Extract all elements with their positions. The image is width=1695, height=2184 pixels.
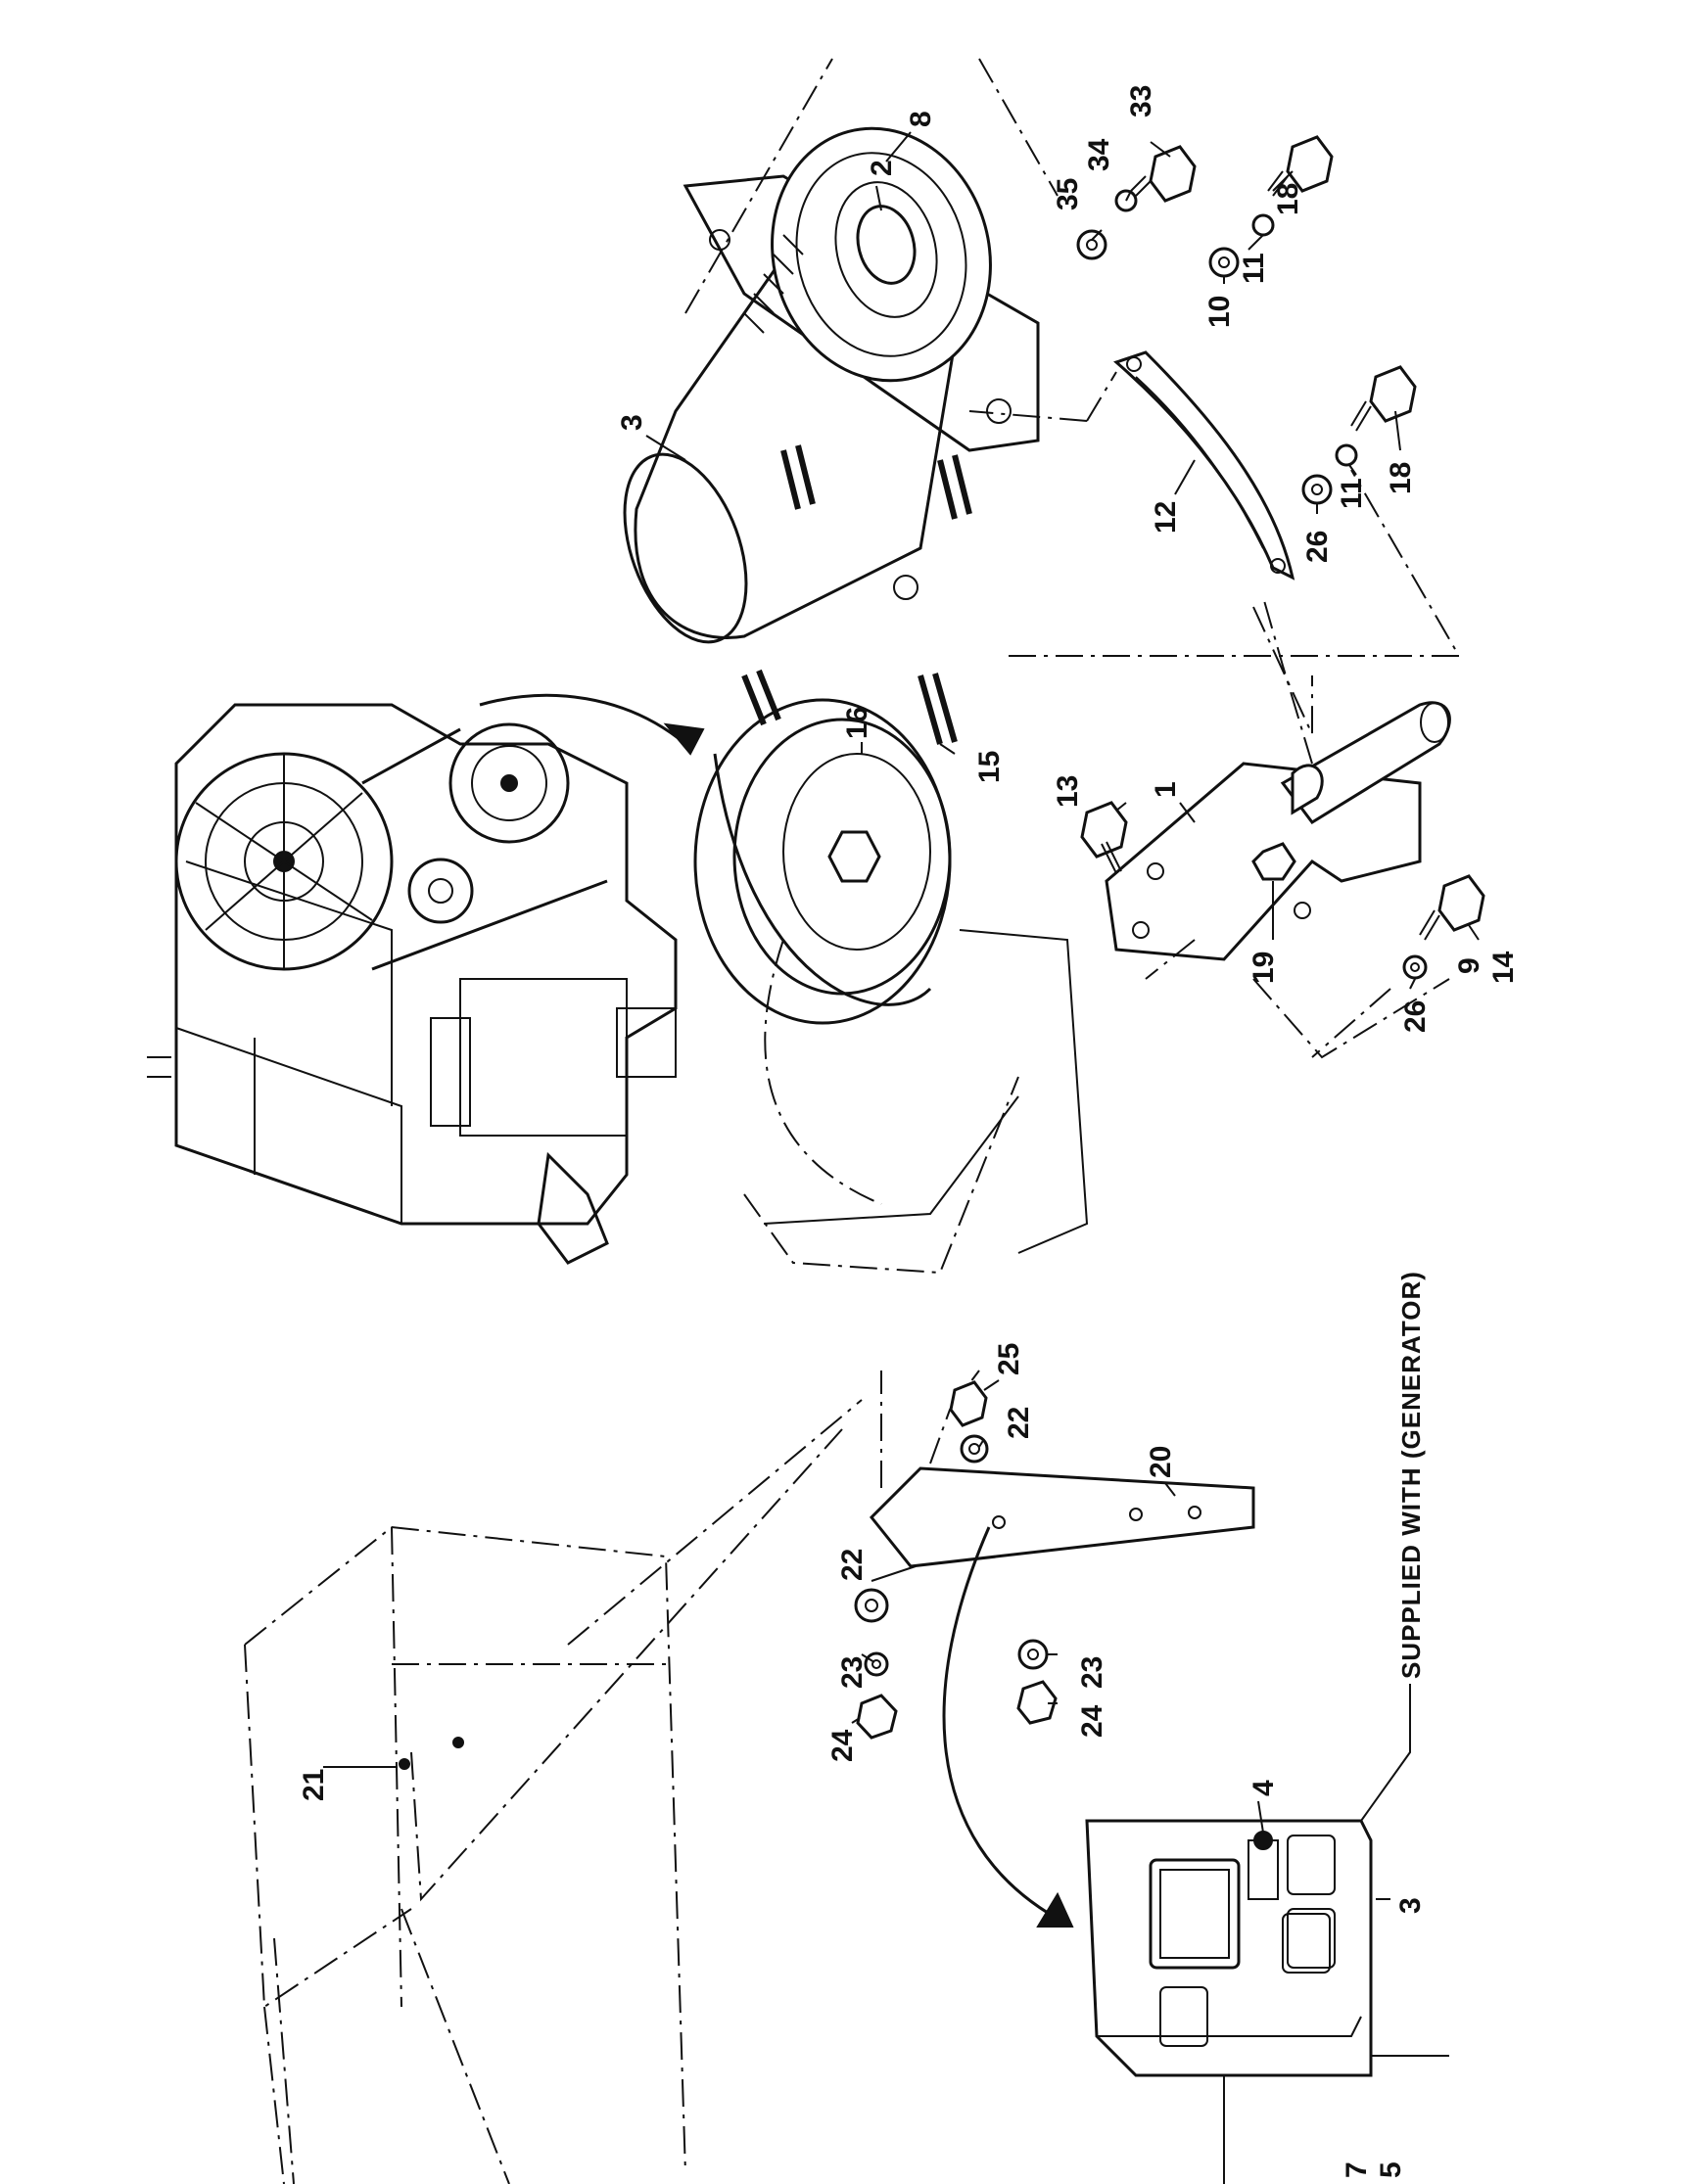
callout-labels: 8 2 3 33 34 35 18 11 10 12 26 11 18 16 1…	[298, 85, 1520, 2178]
callout-15: 15	[973, 751, 1006, 783]
callout-26a: 26	[1301, 531, 1334, 563]
callout-14: 14	[1487, 951, 1520, 984]
bracket-20	[869, 1370, 1255, 1568]
callout-8: 8	[905, 111, 937, 127]
hardware-stack-lower	[1301, 365, 1417, 505]
callout-16: 16	[841, 707, 873, 739]
mounting-bracket	[1105, 701, 1451, 961]
hardware-stack-upper	[1076, 145, 1197, 260]
callout-20: 20	[1145, 1446, 1177, 1478]
callout-24a: 24	[826, 1729, 859, 1762]
callout-7: 7	[1341, 2161, 1373, 2178]
callout-34: 34	[1083, 138, 1115, 171]
callout-23b: 23	[836, 1656, 869, 1689]
callout-33: 33	[1125, 85, 1157, 117]
callout-9: 9	[1453, 957, 1485, 974]
callout-13: 13	[1052, 775, 1084, 808]
callout-22a: 22	[1003, 1407, 1035, 1439]
hardware-stack-bracket-right	[1016, 1639, 1058, 1725]
callout-4: 4	[1248, 1780, 1280, 1796]
callout-24b: 24	[1076, 1704, 1108, 1738]
callout-12: 12	[1150, 501, 1182, 534]
supplied-with-note: SUPPLIED WITH (GENERATOR)	[1396, 1271, 1426, 1679]
hardware-stack-mid	[1208, 135, 1334, 278]
callout-3b: 3	[1394, 1897, 1427, 1914]
generator-control-box	[1085, 1819, 1449, 2184]
alternator	[623, 126, 1040, 644]
bolt-13	[1080, 801, 1128, 874]
callout-22b: 22	[836, 1549, 869, 1581]
callout-3: 3	[616, 414, 648, 431]
callout-5: 5	[1375, 2161, 1407, 2178]
callout-10: 10	[1203, 296, 1236, 328]
callout-1: 1	[1150, 781, 1182, 798]
callout-18a: 18	[1272, 183, 1304, 215]
leader-lines	[323, 131, 1480, 1900]
flow-arrow	[479, 693, 686, 746]
hardware-stack-bracket-left	[854, 1588, 898, 1740]
callout-26b: 26	[1399, 1000, 1432, 1033]
callout-18b: 18	[1385, 462, 1417, 494]
adjusting-strap	[1113, 350, 1295, 581]
callout-2: 2	[866, 160, 898, 176]
callout-23a: 23	[1076, 1656, 1108, 1689]
callout-19: 19	[1248, 952, 1280, 984]
callout-25: 25	[993, 1343, 1025, 1375]
callout-11b: 11	[1336, 478, 1368, 509]
callout-11a: 11	[1238, 253, 1270, 284]
v-belts	[741, 444, 972, 745]
drive-pulley	[693, 698, 952, 1025]
vehicle-body-outline	[244, 1399, 863, 2184]
callout-35: 35	[1052, 178, 1084, 210]
callout-21: 21	[298, 1769, 330, 1801]
bolt-25	[949, 1380, 989, 1464]
engine-illustration	[147, 703, 678, 1265]
bolt-9-14	[1402, 874, 1485, 980]
